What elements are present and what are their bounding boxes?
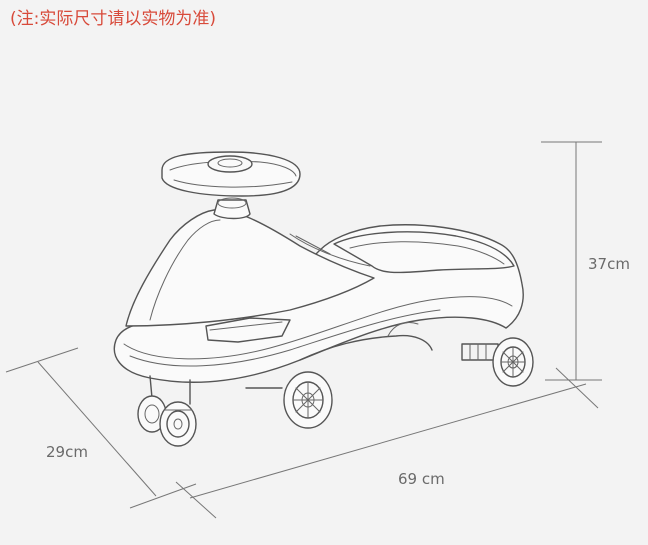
height-dimension-line [541, 141, 602, 381]
width-dimension-line [5, 347, 197, 509]
height-label: 37cm [588, 255, 630, 273]
length-dimension-line [175, 367, 599, 519]
length-label: 69 cm [398, 470, 445, 488]
size-disclaimer-note: (注:实际尺寸请以实物为准) [10, 9, 216, 29]
rear-wheel [461, 337, 534, 387]
width-label: 29cm [46, 443, 88, 461]
front-wheels [137, 375, 197, 447]
car-body [113, 209, 524, 383]
middle-wheel [245, 371, 333, 429]
steering-wheel [161, 151, 301, 220]
